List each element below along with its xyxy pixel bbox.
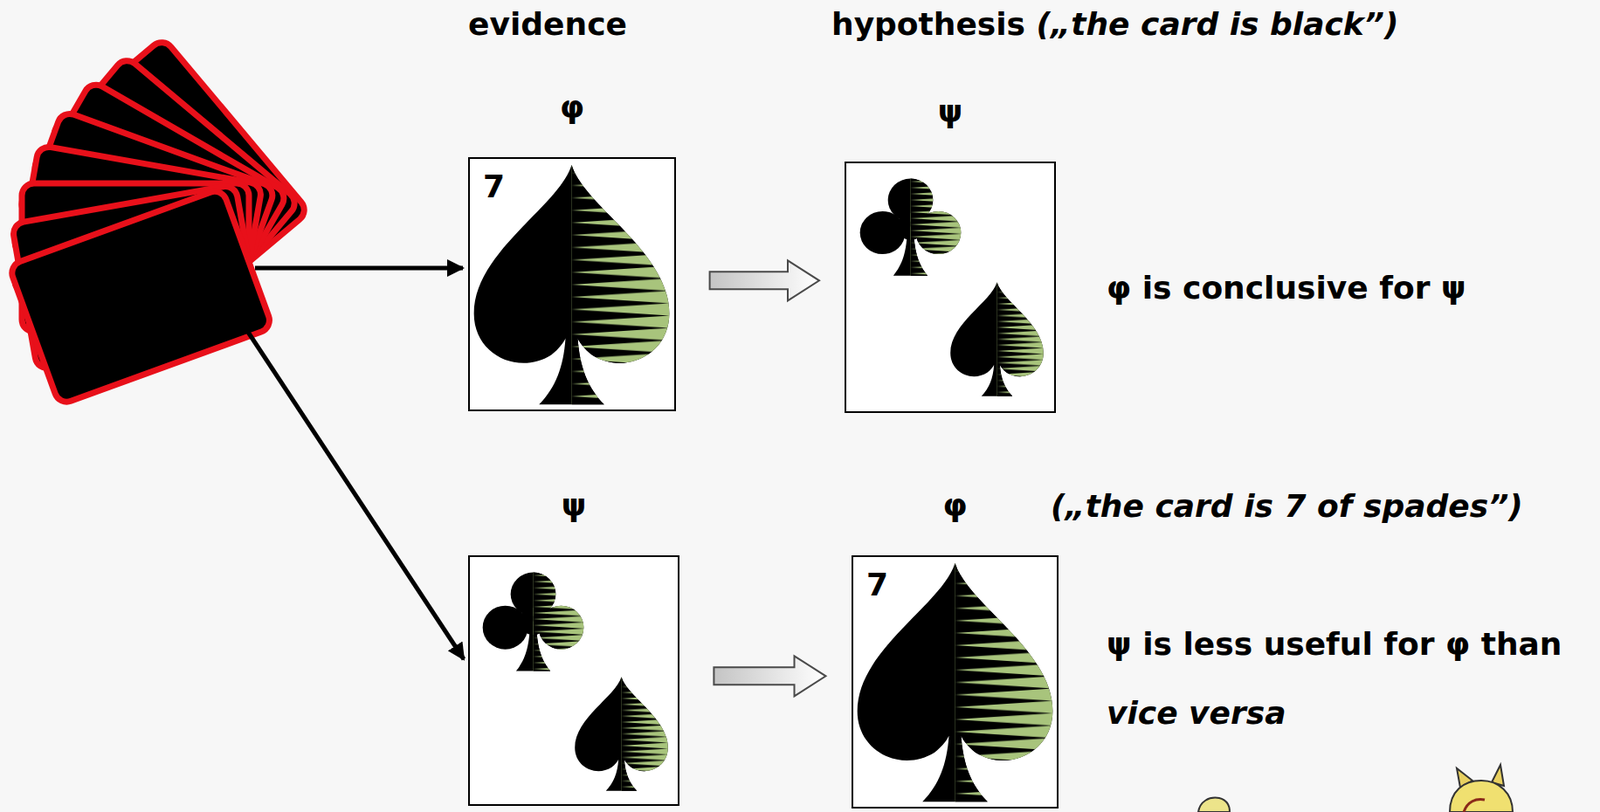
card-heading: ψ	[561, 486, 587, 525]
card-deck	[8, 37, 310, 406]
caption-text: hypothesis („the card is black”)	[831, 5, 1399, 43]
spade-symbol	[574, 676, 669, 792]
card-face	[851, 555, 1059, 809]
caption-text: („the card is 7 of spades”)	[1050, 487, 1524, 525]
spade-symbol	[857, 563, 1054, 803]
card-heading: φ	[559, 88, 585, 126]
card-heading: ψ	[937, 92, 964, 131]
card-face	[844, 161, 1056, 414]
club-symbol	[860, 179, 962, 276]
cartoon-figure	[1198, 765, 1513, 812]
playing-card: ψ	[468, 555, 680, 807]
card-face	[468, 157, 676, 412]
playing-card: ψ	[844, 161, 1056, 414]
card-rank: 7	[866, 565, 889, 604]
club-symbol	[482, 572, 585, 672]
caption-text: evidence	[468, 5, 628, 43]
spade-symbol	[474, 165, 670, 406]
card-rank: 7	[482, 167, 505, 206]
playing-card: φ7	[851, 555, 1059, 809]
caption-text: φ is conclusive for ψ	[1106, 268, 1467, 307]
card-face	[468, 555, 680, 807]
implication-arrow	[713, 655, 826, 697]
card-heading: φ	[942, 486, 967, 525]
spade-symbol	[950, 282, 1044, 397]
draw-arrow	[234, 310, 464, 660]
draw-arrow	[255, 266, 463, 271]
caption-text: ψ is less useful for φ than vice versa	[1106, 609, 1570, 748]
playing-card: φ7	[468, 157, 676, 412]
implication-arrow	[710, 260, 820, 301]
